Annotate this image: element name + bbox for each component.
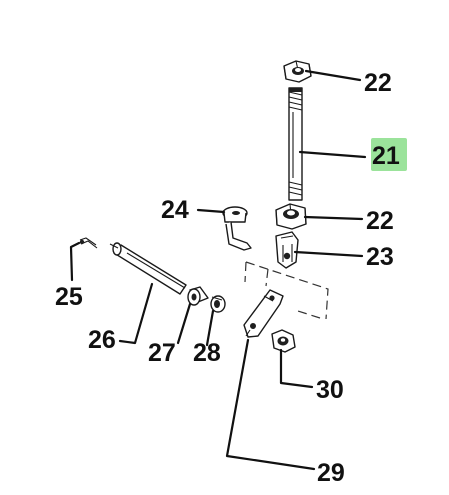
highlight-21	[371, 138, 407, 171]
label-28: 28	[193, 339, 221, 367]
part-28-washer	[210, 295, 226, 313]
leader-27	[176, 302, 192, 345]
part-26-shaft	[109, 242, 187, 295]
leader-24	[196, 208, 226, 214]
leader-30	[279, 348, 314, 389]
leader-21	[298, 150, 367, 159]
label-22-lower: 22	[366, 207, 394, 235]
part-24-bolt	[222, 206, 252, 251]
part-22-lower-nut	[275, 203, 307, 230]
leader-22a	[304, 69, 362, 82]
leader-lines	[69, 69, 367, 471]
label-30: 30	[316, 376, 344, 404]
leader-26	[118, 282, 154, 345]
part-25-pin	[79, 237, 98, 249]
part-30-nut	[271, 329, 296, 353]
leader-28	[205, 309, 215, 347]
leader-22b	[303, 215, 364, 221]
part-22-top-nut	[283, 60, 312, 83]
label-27: 27	[148, 339, 176, 367]
part-21-rod	[288, 87, 303, 201]
part-23-clevis	[275, 231, 299, 269]
part-27-bushing	[187, 286, 209, 306]
label-29: 29	[317, 459, 345, 487]
callout-labels: 22 21 24 22 23 25 26 27 28 30 29	[55, 69, 400, 487]
leader-25	[69, 241, 81, 282]
label-23: 23	[366, 243, 394, 271]
label-24: 24	[161, 196, 189, 224]
label-21: 21	[372, 142, 400, 170]
label-22-top: 22	[364, 69, 392, 97]
assembly-outline	[244, 261, 329, 320]
part-29-lever	[243, 289, 284, 338]
label-25: 25	[55, 283, 83, 311]
leader-23	[293, 250, 364, 258]
label-26: 26	[88, 326, 116, 354]
leader-29	[225, 338, 316, 471]
